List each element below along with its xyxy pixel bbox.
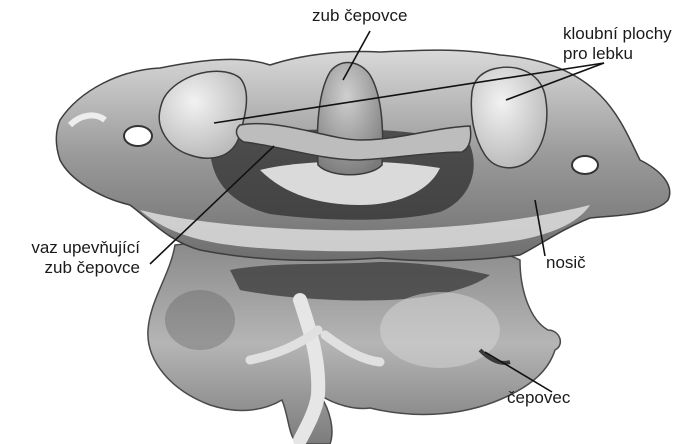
label-dens: zub čepovce [312,6,407,26]
label-facets: kloubní plochy pro lebku [563,24,672,64]
label-axis: čepovec [507,388,570,408]
label-ligament-line1: vaz upevňující [0,238,140,258]
label-atlas: nosič [546,253,586,273]
label-facets-line2: pro lebku [563,44,672,64]
label-ligament: vaz upevňující zub čepovce [0,238,140,278]
label-ligament-line2: zub čepovce [0,258,140,278]
axis-vertebra [148,243,560,444]
label-facets-line1: kloubní plochy [563,24,672,44]
